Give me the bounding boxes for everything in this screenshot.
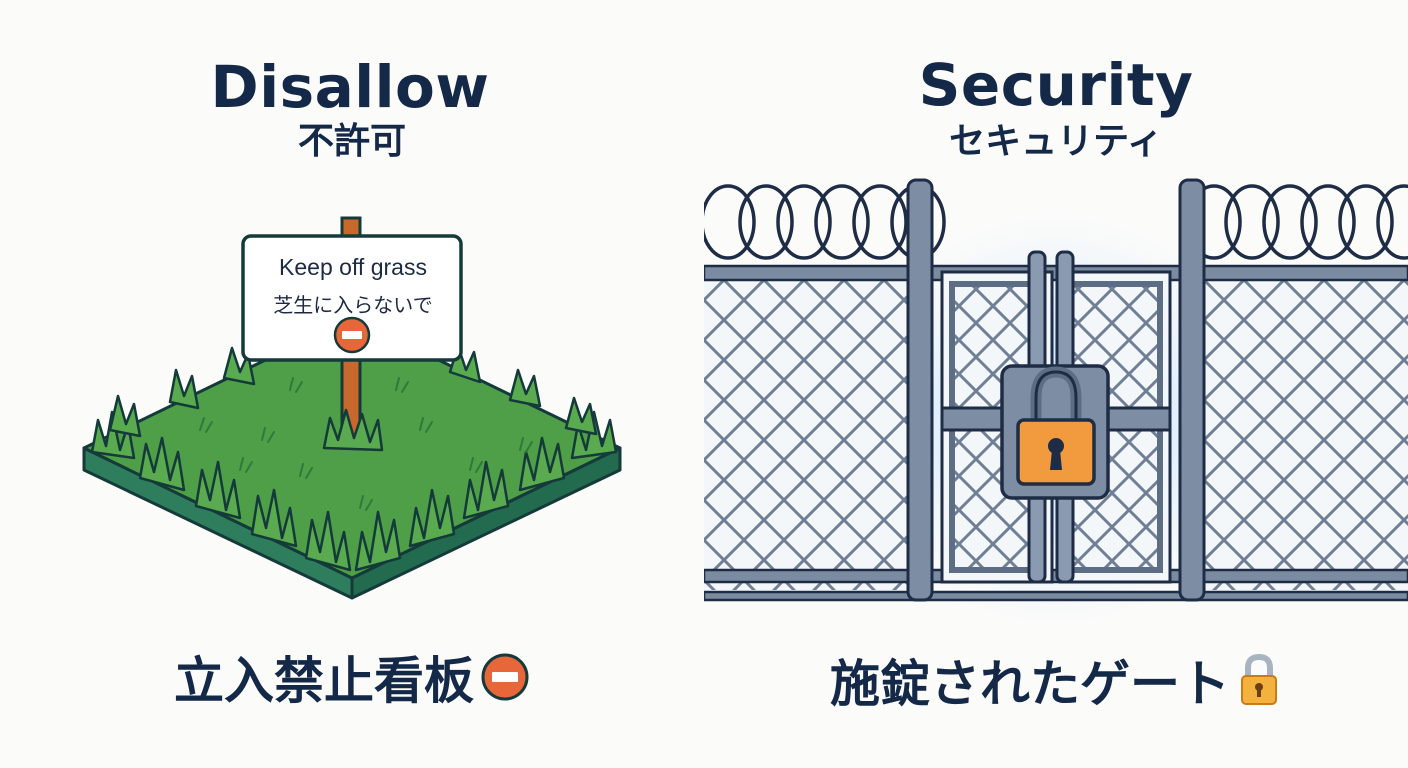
grass-illustration bbox=[82, 216, 622, 600]
fence-gate-illustration bbox=[704, 178, 1408, 630]
sign-text-japanese: 芝生に入らないで bbox=[273, 293, 433, 317]
disallow-title: Disallow bbox=[210, 53, 490, 121]
security-caption-text: 施錠されたゲート bbox=[830, 655, 1230, 713]
security-panel: Security セキュリティ bbox=[704, 0, 1408, 768]
security-subtitle: セキュリティ bbox=[949, 121, 1163, 162]
padlock-icon bbox=[1016, 366, 1096, 486]
security-caption: 施錠されたゲート bbox=[704, 652, 1408, 716]
no-entry-icon bbox=[480, 652, 530, 710]
padlock-icon bbox=[1236, 652, 1282, 716]
disallow-caption-text: 立入禁止看板 bbox=[174, 652, 474, 710]
disallow-panel: Disallow 不許可 bbox=[0, 53, 704, 710]
security-title: Security bbox=[918, 51, 1194, 119]
disallow-caption: 立入禁止看板 bbox=[0, 652, 704, 710]
sign-text-english: Keep off grass bbox=[279, 254, 427, 280]
no-entry-icon bbox=[333, 316, 371, 354]
disallow-subtitle: 不許可 bbox=[297, 121, 406, 162]
